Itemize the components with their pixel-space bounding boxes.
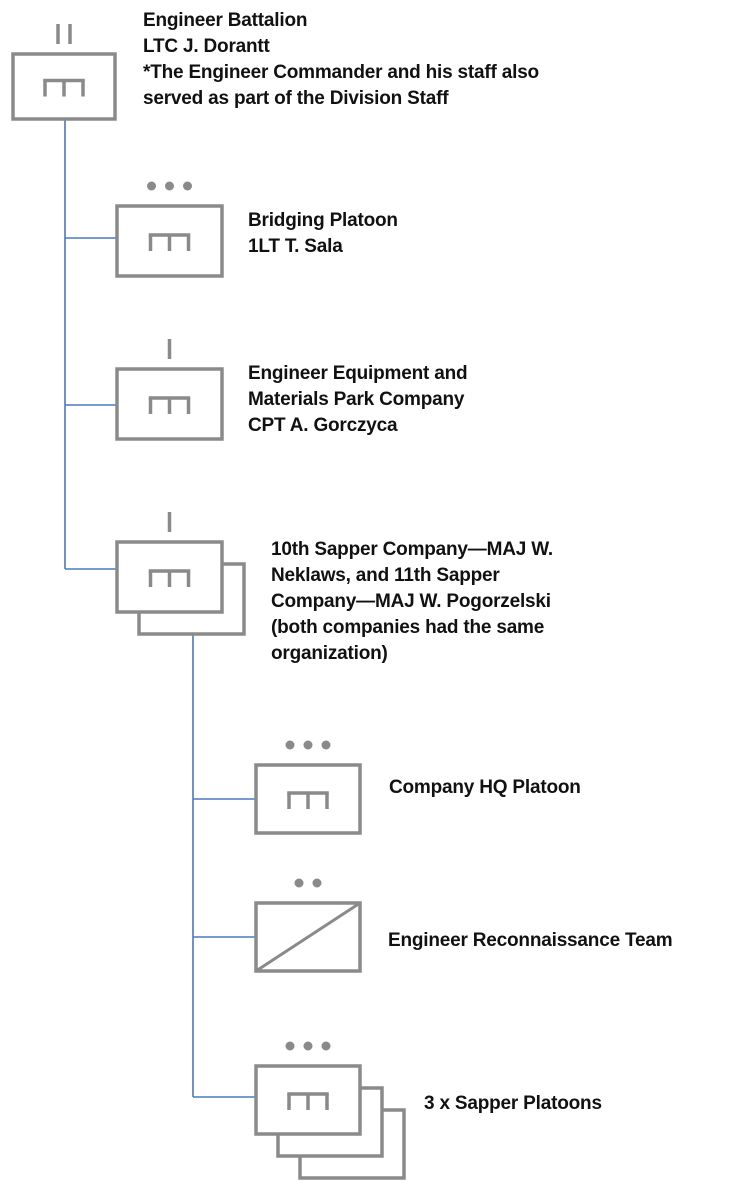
sapper-companies-line-1: 10th Sapper Company—MAJ W. xyxy=(271,539,553,560)
bridging-platoon-echelon-dot-3 xyxy=(183,181,192,191)
battalion-note-line-2: served as part of the Division Staff xyxy=(143,88,449,109)
hq-platoon-name: Company HQ Platoon xyxy=(389,777,581,798)
equipment-company-label: Engineer Equipment and Materials Park Co… xyxy=(248,361,468,439)
sapper-companies-line-5: organization) xyxy=(271,643,388,664)
bridging-platoon-symbol xyxy=(115,181,224,278)
battalion-label: Engineer Battalion LTC J. Dorantt *The E… xyxy=(143,8,539,112)
battalion-note-line-1: *The Engineer Commander and his staff al… xyxy=(143,62,539,83)
battalion-symbol xyxy=(11,24,117,121)
equipment-company-commander: CPT A. Gorczyca xyxy=(248,415,398,436)
sapper-platoons-name: 3 x Sapper Platoons xyxy=(424,1093,602,1114)
recon-team-name: Engineer Reconnaissance Team xyxy=(388,930,673,951)
equipment-company-name-line-2: Materials Park Company xyxy=(248,389,465,410)
sapper-platoons-symbol xyxy=(254,1041,406,1180)
hq-platoon-echelon-dot-1 xyxy=(285,740,295,750)
bridging-platoon-echelon-dot-1 xyxy=(147,181,156,191)
recon-team-symbol xyxy=(254,878,362,973)
sapper-companies-line-2: Neklaws, and 11th Sapper xyxy=(271,565,500,586)
bridging-platoon-name: Bridging Platoon xyxy=(248,210,398,231)
hq-platoon-symbol xyxy=(254,740,362,835)
unit-symbols xyxy=(11,24,406,1180)
connector-lines xyxy=(64,119,256,1098)
hq-platoon-echelon-dot-3 xyxy=(321,740,331,750)
recon-team-diagonal xyxy=(255,901,361,973)
bridging-platoon-commander: 1LT T. Sala xyxy=(248,236,343,257)
recon-team-echelon-dot-1 xyxy=(294,878,304,888)
hq-platoon-echelon-dot-2 xyxy=(303,740,313,750)
recon-team-label: Engineer Reconnaissance Team xyxy=(388,928,673,954)
hq-platoon-label: Company HQ Platoon xyxy=(389,775,581,801)
sapper-companies-label: 10th Sapper Company—MAJ W. Neklaws, and … xyxy=(271,537,553,667)
sapper-companies-line-4: (both companies had the same xyxy=(271,617,545,638)
sapper-platoons-echelon-dot-1 xyxy=(285,1041,295,1051)
battalion-commander: LTC J. Dorantt xyxy=(143,36,270,57)
bridging-platoon-echelon-dot-2 xyxy=(165,181,174,191)
bridging-platoon-label: Bridging Platoon 1LT T. Sala xyxy=(248,208,398,260)
recon-team-echelon-dot-2 xyxy=(312,878,322,888)
equipment-company-symbol xyxy=(115,339,224,441)
equipment-company-name-line-1: Engineer Equipment and xyxy=(248,363,468,384)
battalion-name: Engineer Battalion xyxy=(143,10,308,31)
sapper-platoons-label: 3 x Sapper Platoons xyxy=(424,1091,602,1117)
sapper-companies-symbol xyxy=(115,512,246,636)
sapper-companies-line-3: Company—MAJ W. Pogorzelski xyxy=(271,591,551,612)
sapper-platoons-echelon-dot-2 xyxy=(303,1041,313,1051)
sapper-platoons-echelon-dot-3 xyxy=(321,1041,331,1051)
